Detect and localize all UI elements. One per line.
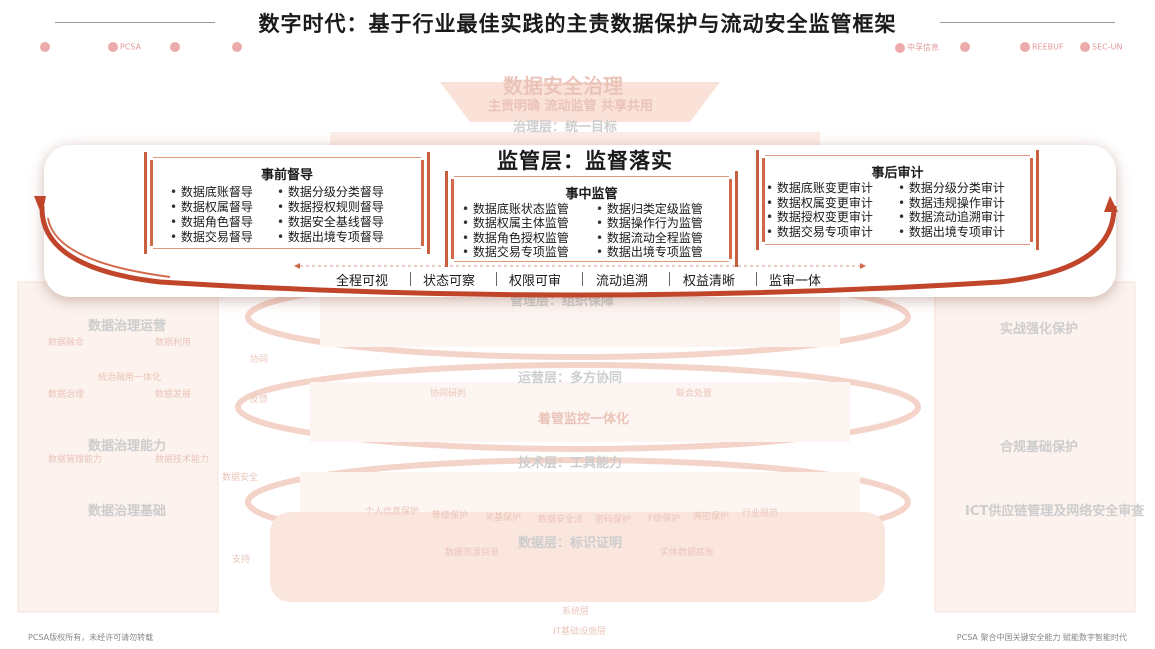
before-item-7: 数据交易督导 — [170, 228, 253, 245]
partner-logo-3 — [170, 42, 182, 52]
partner-logo-2: PCSA — [108, 42, 141, 52]
during-item-5: 数据角色授权监管 — [462, 229, 569, 246]
title-rule-right — [940, 22, 1115, 23]
after-item-7: 数据交易专项审计 — [766, 223, 873, 240]
partner-logo-8: SEC-UN — [1080, 42, 1122, 52]
after-title: 事后审计 — [871, 166, 924, 181]
before-item-6: 数据安全基线督导 — [277, 213, 384, 230]
feature-sep — [582, 272, 583, 286]
during-item-3: 数据权属主体监管 — [462, 214, 569, 231]
before-item-2: 数据分级分类督导 — [277, 183, 384, 200]
before-item-3: 数据权属督导 — [170, 198, 253, 215]
after-item-1: 数据底账变更审计 — [766, 179, 873, 196]
partner-logo-4 — [232, 42, 244, 52]
arc-arrowhead — [1104, 196, 1118, 212]
during-title: 事中监管 — [565, 187, 618, 202]
during-item-2: 数据归类定级监管 — [596, 200, 703, 217]
during-item-1: 数据底账状态监管 — [462, 200, 569, 217]
feature-6: 监审一体 — [769, 274, 822, 289]
before-item-8: 数据出境专项督导 — [277, 228, 384, 245]
after-item-5: 数据授权变更审计 — [766, 208, 873, 225]
feature-sep — [496, 272, 497, 286]
during-item-6: 数据流动全程监管 — [596, 229, 703, 246]
feature-sep — [410, 272, 411, 286]
during-item-7: 数据交易专项监管 — [462, 243, 569, 260]
after-item-4: 数据违规操作审计 — [898, 194, 1005, 211]
footer-copyright: PCSA版权所有，未经许可请勿转载 — [28, 633, 154, 642]
feature-5: 权益清晰 — [683, 274, 736, 289]
arc-ring — [39, 205, 1117, 298]
after-item-8: 数据出境专项审计 — [898, 223, 1005, 240]
after-item-2: 数据分级分类审计 — [898, 179, 1005, 196]
before-item-1: 数据底账督导 — [170, 183, 253, 200]
after-item-3: 数据权属变更审计 — [766, 194, 873, 211]
feature-sep — [669, 272, 670, 286]
supervision-title: 监管层：监督落实 — [497, 149, 673, 173]
partner-logo-7: REEBUF — [1020, 42, 1064, 52]
during-item-4: 数据操作行为监管 — [596, 214, 703, 231]
before-title: 事前督导 — [260, 168, 313, 183]
partner-logos: PCSA 中孚信息 REEBUF SEC-UN — [0, 42, 1155, 62]
before-item-5: 数据角色督导 — [170, 213, 253, 230]
feature-1: 全程可视 — [336, 274, 389, 289]
after-item-6: 数据流动追溯审计 — [898, 208, 1005, 225]
partner-logo-5: 中孚信息 — [895, 42, 939, 53]
partner-logo-6 — [960, 42, 972, 52]
page-title: 数字时代：基于行业最佳实践的主责数据保护与流动安全监管框架 — [258, 12, 897, 36]
feature-2: 状态可察 — [423, 274, 476, 289]
title-rule-left — [55, 22, 215, 23]
feature-4: 流动追溯 — [596, 274, 649, 289]
footer-slogan: PCSA 聚合中国关键安全能力 赋能数字智能时代 — [956, 633, 1127, 642]
partner-logo-1 — [40, 42, 52, 52]
during-item-8: 数据出境专项监管 — [596, 243, 703, 260]
before-item-4: 数据授权规则督导 — [277, 198, 384, 215]
feature-sep — [756, 272, 757, 286]
feature-3: 权限可审 — [509, 274, 562, 289]
